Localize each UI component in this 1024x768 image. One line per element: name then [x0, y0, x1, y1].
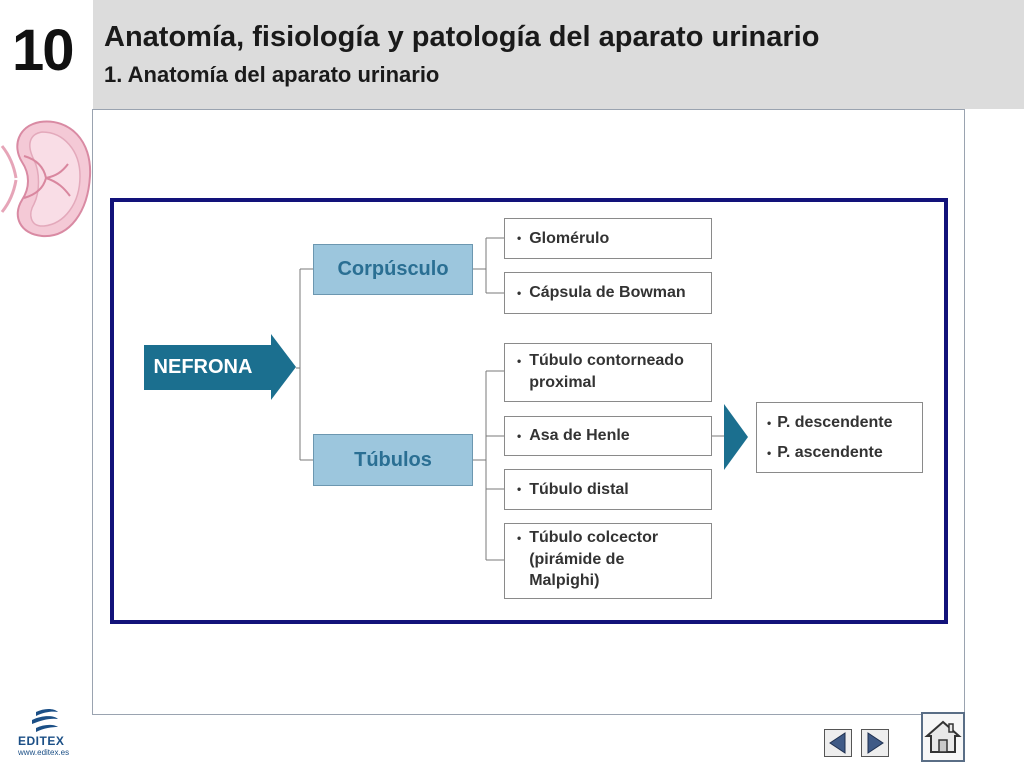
leaf-tubulo-proximal: • Túbulo contorneado proximal: [504, 343, 712, 402]
bullet: •: [517, 531, 522, 545]
leaf-tubulo-colector-text: Túbulo colcector (pirámide de Malpighi): [529, 529, 659, 590]
bullet: •: [767, 415, 772, 430]
bullet: •: [517, 231, 522, 246]
leaf-tubulo-distal: • Túbulo distal: [504, 469, 712, 510]
page-subtitle: 1. Anatomía del aparato urinario: [104, 62, 440, 87]
node-corpusculo-label: Corpúsculo: [337, 258, 449, 280]
editex-logo: EDITEX www.editex.es: [14, 708, 76, 758]
leaf-asa-henle: • Asa de Henle: [504, 416, 712, 456]
arrow-left-icon: [829, 732, 846, 754]
leaf-glomerulo: • Glomérulo: [504, 218, 712, 259]
publisher-name: EDITEX: [18, 734, 65, 748]
editex-mark-icon: [32, 709, 58, 732]
page-title: Anatomía, fisiología y patología del apa…: [104, 21, 820, 53]
home-button[interactable]: [921, 712, 965, 762]
root-arrow-tab: [262, 345, 271, 390]
henle-part-ascendente: • P. ascendente: [767, 444, 883, 462]
arrow-right-icon: [867, 732, 884, 754]
leaf-capsula-bowman-text: Cápsula de Bowman: [529, 284, 686, 302]
henle-part-descendente-text: P. descendente: [777, 413, 893, 431]
publisher-url: www.editex.es: [18, 748, 70, 757]
leaf-tubulo-distal-text: Túbulo distal: [529, 480, 629, 498]
chapter-number: 10: [12, 18, 74, 83]
henle-part-ascendente-text: P. ascendente: [777, 443, 883, 461]
bullet: •: [517, 354, 522, 368]
bullet: •: [517, 428, 522, 443]
bullet: •: [517, 482, 522, 497]
bullet: •: [767, 445, 772, 460]
home-icon: [924, 720, 962, 753]
bullet: •: [517, 285, 522, 300]
henle-part-descendente: • P. descendente: [767, 414, 893, 432]
leaf-glomerulo-text: Glomérulo: [529, 229, 610, 247]
leaf-asa-henle-text: Asa de Henle: [529, 427, 630, 445]
kidney-icon: [0, 120, 92, 238]
node-nefrona: NEFRONA: [144, 345, 262, 390]
leaf-tubulo-colector: • Túbulo colcector (pirámide de Malpighi…: [504, 523, 712, 599]
node-nefrona-label: NEFRONA: [153, 356, 253, 378]
node-tubulos: Túbulos: [313, 434, 473, 486]
node-corpusculo: Corpúsculo: [313, 244, 473, 295]
henle-parts-box: • P. descendente • P. ascendente: [756, 402, 923, 473]
leaf-capsula-bowman: • Cápsula de Bowman: [504, 272, 712, 314]
next-button[interactable]: [861, 729, 889, 757]
header-band: [93, 0, 1024, 109]
leaf-tubulo-proximal-text: Túbulo contorneado proximal: [529, 352, 684, 391]
node-tubulos-label: Túbulos: [354, 448, 432, 471]
prev-button[interactable]: [824, 729, 852, 757]
